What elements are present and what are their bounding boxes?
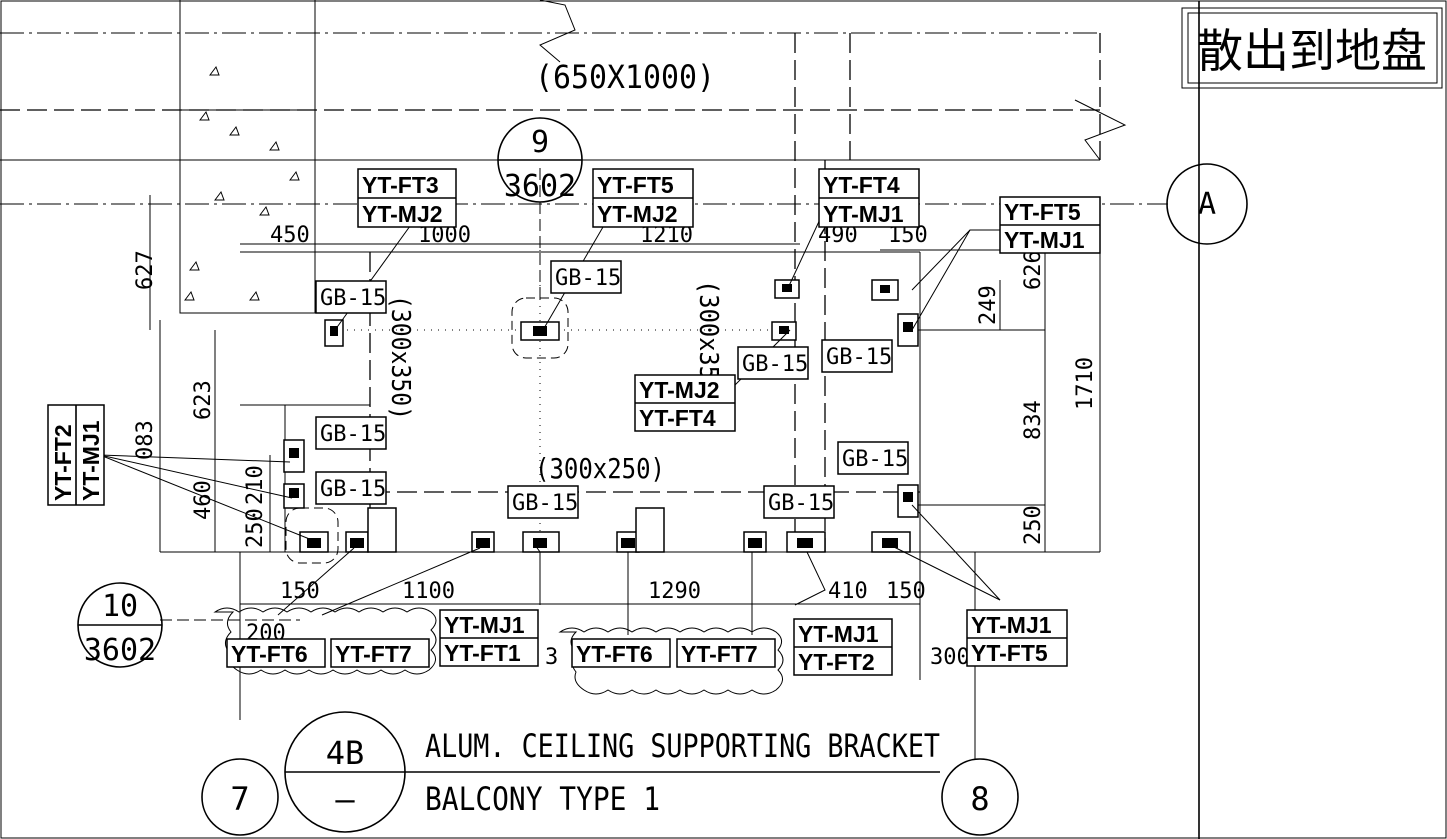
- section-9-number: 9: [531, 125, 549, 160]
- dim-3: 3: [545, 645, 558, 670]
- yt-ft1-label: YT-FT1: [444, 640, 521, 666]
- grid-a-label: A: [1198, 187, 1216, 222]
- yt-mj1-label: YT-MJ1: [444, 612, 525, 638]
- yt-ft2-label: YT-FT2: [50, 424, 76, 501]
- section-9-sheet: 3602: [504, 169, 576, 204]
- size-300x250: (300x250): [535, 452, 665, 485]
- gb-15-label: GB-15: [742, 352, 808, 377]
- caption-line-1: ALUM. CEILING SUPPORTING BRACKET: [425, 727, 940, 765]
- yt-ft6-label: YT-FT6: [576, 641, 653, 667]
- revision-clouds: [213, 607, 784, 695]
- dim-834: 834: [1021, 400, 1046, 440]
- yt-ft5-label: YT-FT5: [971, 640, 1048, 666]
- gb-15-label: GB-15: [555, 266, 621, 291]
- dim-626: 626: [1021, 250, 1046, 290]
- yt-mj1-label: YT-MJ1: [798, 621, 879, 647]
- gb-15-label: GB-15: [512, 491, 578, 516]
- yt-mj1-label: YT-MJ1: [78, 420, 104, 501]
- yt-ft5-label: YT-FT5: [1004, 199, 1081, 225]
- caption-line-2: BALCONY TYPE 1: [425, 780, 660, 818]
- gb-15-label: GB-15: [842, 447, 908, 472]
- dim-210: 210: [243, 465, 268, 505]
- dim-150-left: 150: [280, 579, 320, 604]
- gb-boxes: GB-15 GB-15 GB-15 GB-15 GB-15 GB-15 GB-1…: [315, 260, 909, 519]
- dim-250-left: 250: [243, 508, 268, 548]
- dim-300: 300: [930, 645, 970, 670]
- gb-15-label: GB-15: [826, 345, 892, 370]
- yt-mj1-label: YT-MJ1: [823, 201, 904, 227]
- dimension-lines: [149, 195, 1101, 760]
- dim-1290: 1290: [648, 579, 701, 604]
- dim-450: 450: [270, 223, 310, 248]
- leader-lines: [99, 168, 1001, 635]
- yt-mj2-label: YT-MJ2: [639, 377, 720, 403]
- yt-mj2-label: YT-MJ2: [362, 201, 443, 227]
- grid-7-label: 7: [230, 780, 249, 818]
- gb-15-label: GB-15: [320, 286, 386, 311]
- dim-249: 249: [976, 285, 1001, 325]
- yt-mj2-label: YT-MJ2: [597, 201, 678, 227]
- dim-1710: 1710: [1073, 357, 1098, 410]
- gb-15-label: GB-15: [320, 477, 386, 502]
- dim-250-right: 250: [1021, 505, 1046, 545]
- concrete-column: [179, 0, 316, 314]
- yt-ft4-label: YT-FT4: [823, 172, 900, 198]
- yt-mj1-label: YT-MJ1: [971, 612, 1052, 638]
- title-block-text: 散出到地盘: [1197, 25, 1427, 77]
- yt-ft2-label: YT-FT2: [798, 649, 875, 675]
- detail-4b-number: 4B: [326, 734, 365, 772]
- section-10-number: 10: [102, 589, 138, 624]
- markers: [77, 117, 1248, 836]
- dim-460: 460: [191, 480, 216, 520]
- brackets: [283, 279, 919, 564]
- gb-15-label: GB-15: [320, 422, 386, 447]
- yt-mj1-label: YT-MJ1: [1004, 227, 1085, 253]
- dim-410: 410: [828, 579, 868, 604]
- grid-8-label: 8: [970, 780, 989, 818]
- yt-ft5-label: YT-FT5: [597, 172, 674, 198]
- beam-size: (650X1000): [535, 58, 715, 96]
- yt-ft4-label: YT-FT4: [639, 405, 716, 431]
- yt-ft3-label: YT-FT3: [362, 172, 439, 198]
- beam-lines: [0, 0, 1168, 205]
- dim-623: 623: [191, 380, 216, 420]
- size-300x350: (300x350): [385, 295, 415, 420]
- yt-ft7-label: YT-FT7: [681, 641, 758, 667]
- dim-627: 627: [133, 250, 158, 290]
- gb-15-label: GB-15: [768, 491, 834, 516]
- yt-ft7-label: YT-FT7: [335, 641, 412, 667]
- size-300x35: (300x35: [693, 280, 723, 380]
- section-10-sheet: 3602: [84, 633, 156, 668]
- dim-150-right: 150: [886, 579, 926, 604]
- dim-1100: 1100: [402, 579, 455, 604]
- dim-083: 083: [133, 420, 158, 460]
- detail-4b-sheet: –: [335, 780, 355, 818]
- yt-ft6-label: YT-FT6: [231, 641, 308, 667]
- yt-labels: YT-FT3 YT-MJ2 YT-FT5 YT-MJ2 YT-FT4 YT-MJ…: [47, 168, 1101, 676]
